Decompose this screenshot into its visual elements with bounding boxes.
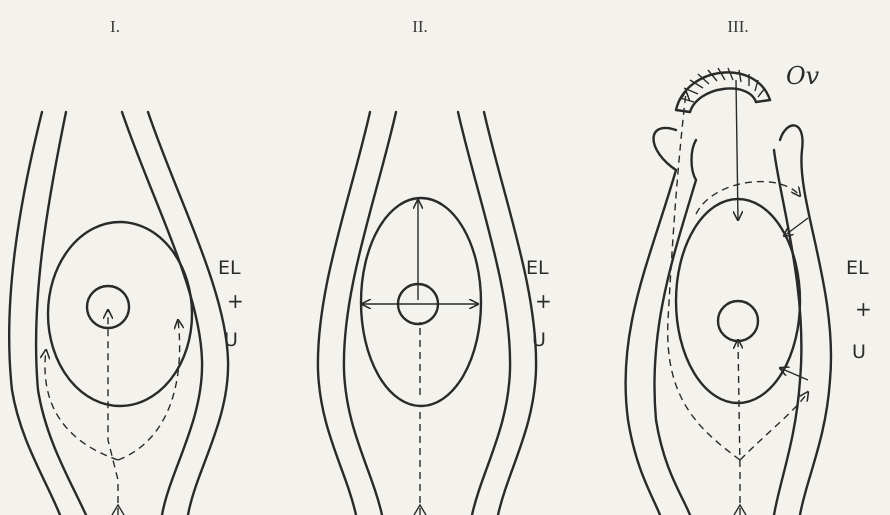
- panel-1: I. EL + U: [9, 17, 244, 515]
- panel-3-numeral: III.: [727, 17, 748, 36]
- panel-3-ovule: [676, 68, 770, 112]
- panel-1-embryo-sac: [48, 222, 192, 406]
- panel-2: II. EL + U: [318, 17, 552, 515]
- panel-1-label-u: U: [224, 329, 238, 351]
- panel-2-embryo-sac: [361, 198, 481, 406]
- panel-3-nucleus: [718, 301, 758, 341]
- panel-3-label-ov: Ov: [786, 62, 820, 90]
- panel-1-outer-walls: [9, 112, 228, 515]
- panel-3-label-u: U: [852, 341, 866, 363]
- panel-2-label-el: EL: [526, 257, 549, 279]
- panel-2-label-u: U: [532, 329, 546, 351]
- panel-2-growth-arrows: [362, 200, 478, 515]
- panel-2-label-plus: +: [535, 289, 552, 313]
- panel-1-numeral: I.: [110, 17, 120, 36]
- panel-1-flow-arrows: [45, 310, 180, 515]
- panel-1-label-plus: +: [227, 289, 244, 313]
- panel-2-numeral: II.: [412, 17, 428, 36]
- panel-1-label-el: EL: [218, 257, 241, 279]
- panel-3-label-plus: +: [855, 297, 872, 321]
- panel-2-outer-walls: [318, 112, 536, 515]
- panel-3-flow-arrows: [668, 80, 808, 515]
- panel-3-label-el: EL: [846, 257, 869, 279]
- panel-3: III. Ov EL + U: [626, 17, 872, 515]
